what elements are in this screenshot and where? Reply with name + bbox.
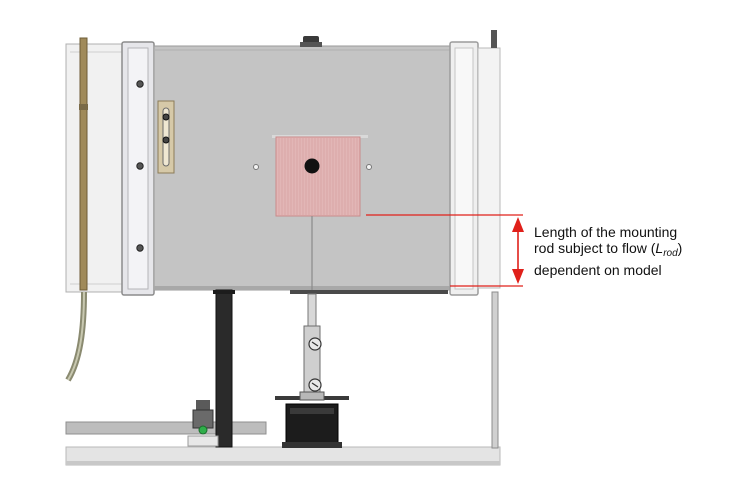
underside-rail bbox=[290, 290, 448, 294]
annotation-line-1: Length of the mounting bbox=[534, 224, 678, 240]
arrow-down-icon bbox=[512, 269, 524, 284]
model-hole bbox=[304, 158, 320, 174]
adjustable-foot bbox=[187, 400, 219, 447]
right-duct bbox=[477, 47, 501, 289]
dimension-annotation: Length of the mounting rod subject to fl… bbox=[534, 224, 749, 278]
pin-left bbox=[253, 164, 259, 170]
pressure-pipe bbox=[79, 37, 88, 291]
right-leg bbox=[491, 291, 499, 449]
force-balance bbox=[275, 293, 349, 448]
bolt-icon bbox=[162, 136, 170, 144]
rod-length-subscript: rod bbox=[663, 248, 678, 259]
rod-length-symbol: L bbox=[655, 240, 664, 256]
stand-post bbox=[215, 289, 233, 448]
annotation-line-2: rod subject to flow (Lrod) bbox=[534, 240, 683, 259]
bolt-icon bbox=[136, 244, 144, 252]
bolt-icon bbox=[136, 162, 144, 170]
base-rail-shadow bbox=[66, 461, 500, 465]
lower-bar bbox=[65, 421, 267, 435]
bolt-icon bbox=[162, 113, 170, 121]
bolt-icon bbox=[136, 80, 144, 88]
annotation-line-3: dependent on model bbox=[534, 262, 662, 278]
test-model bbox=[272, 135, 368, 217]
pin-right bbox=[366, 164, 372, 170]
indicator-light-icon bbox=[198, 425, 208, 435]
arrow-up-icon bbox=[512, 217, 524, 232]
left-duct bbox=[65, 43, 127, 293]
